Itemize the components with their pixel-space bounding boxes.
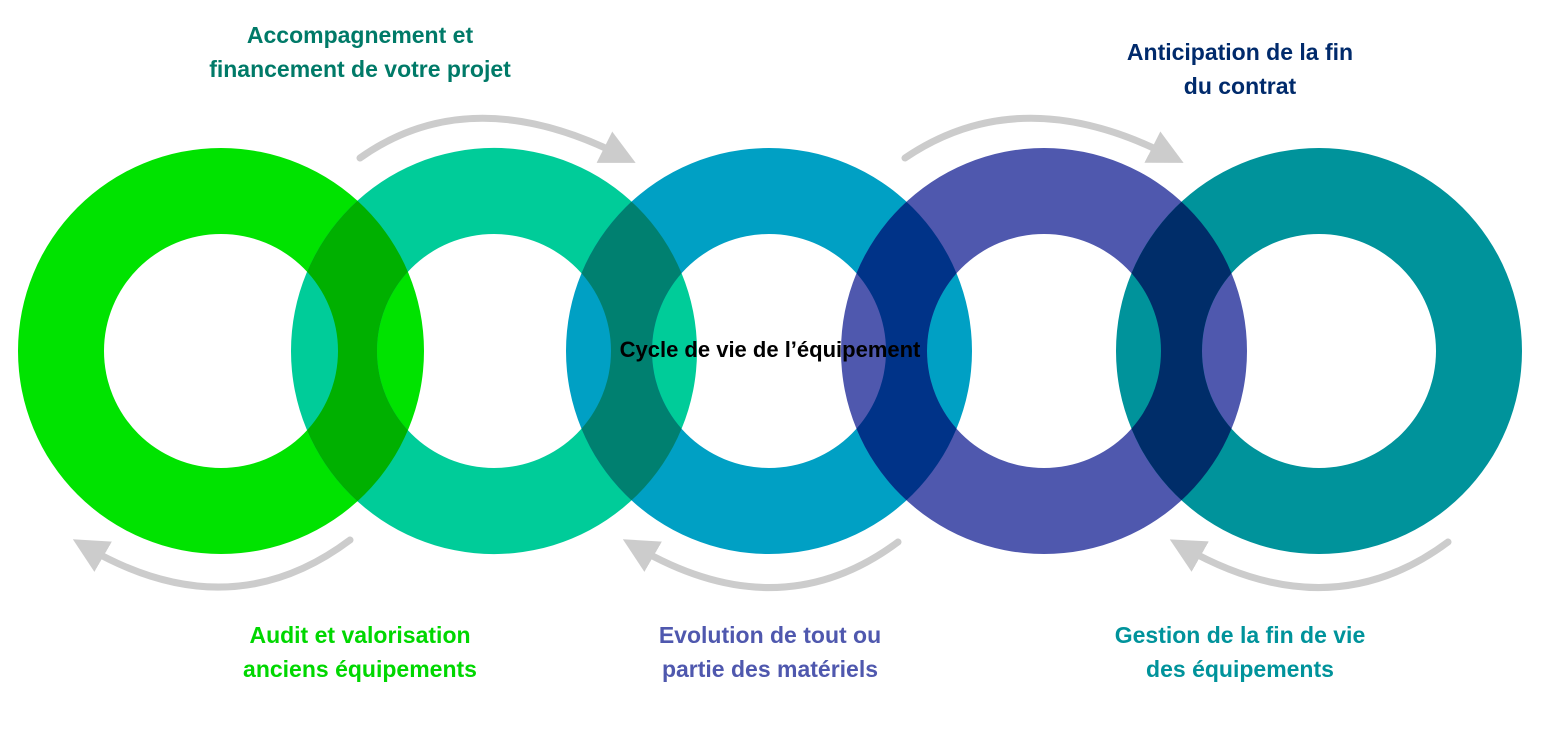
label-gestion-line-1: Gestion de la fin de vie bbox=[1114, 622, 1366, 648]
rings-layer bbox=[18, 147, 1522, 555]
cycle-arrow-top-left bbox=[356, 114, 636, 163]
label-accompagnement-line-2: financement de votre projet bbox=[209, 56, 511, 82]
ring-overlap-4 bbox=[1116, 148, 1247, 554]
label-audit-line-2: anciens équipements bbox=[243, 656, 477, 682]
label-gestion-line-2: des équipements bbox=[1146, 656, 1334, 682]
label-evolution-line-1: Evolution de tout ou bbox=[658, 622, 882, 648]
ring-overlap-1 bbox=[291, 148, 424, 554]
label-gestion: Gestion de la fin de vie des équipements bbox=[1060, 618, 1420, 686]
label-audit-line-1: Audit et valorisation bbox=[249, 622, 471, 648]
label-accompagnement-line-1: Accompagnement et bbox=[246, 22, 474, 48]
label-evolution-line-2: partie des matériels bbox=[661, 656, 879, 682]
cycle-arrow-bottom-left bbox=[72, 536, 354, 591]
ring-overlap-3 bbox=[841, 148, 972, 554]
ring-overlap-2 bbox=[566, 148, 697, 554]
label-accompagnement: Accompagnement et financement de votre p… bbox=[170, 18, 550, 86]
label-anticipation-line-2: du contrat bbox=[1183, 73, 1297, 99]
cycle-arrow-bottom-middle bbox=[622, 538, 902, 591]
label-anticipation-line-1: Anticipation de la fin bbox=[1126, 39, 1354, 65]
label-anticipation: Anticipation de la fin du contrat bbox=[1060, 35, 1420, 103]
label-audit: Audit et valorisation anciens équipement… bbox=[175, 618, 545, 686]
arrows-layer bbox=[72, 114, 1452, 591]
cycle-arrow-bottom-right bbox=[1169, 538, 1452, 591]
center-title: Cycle de vie de l’équipement bbox=[619, 337, 921, 362]
cycle-arrow-top-right bbox=[901, 114, 1184, 163]
label-evolution: Evolution de tout ou partie des matériel… bbox=[590, 618, 950, 686]
